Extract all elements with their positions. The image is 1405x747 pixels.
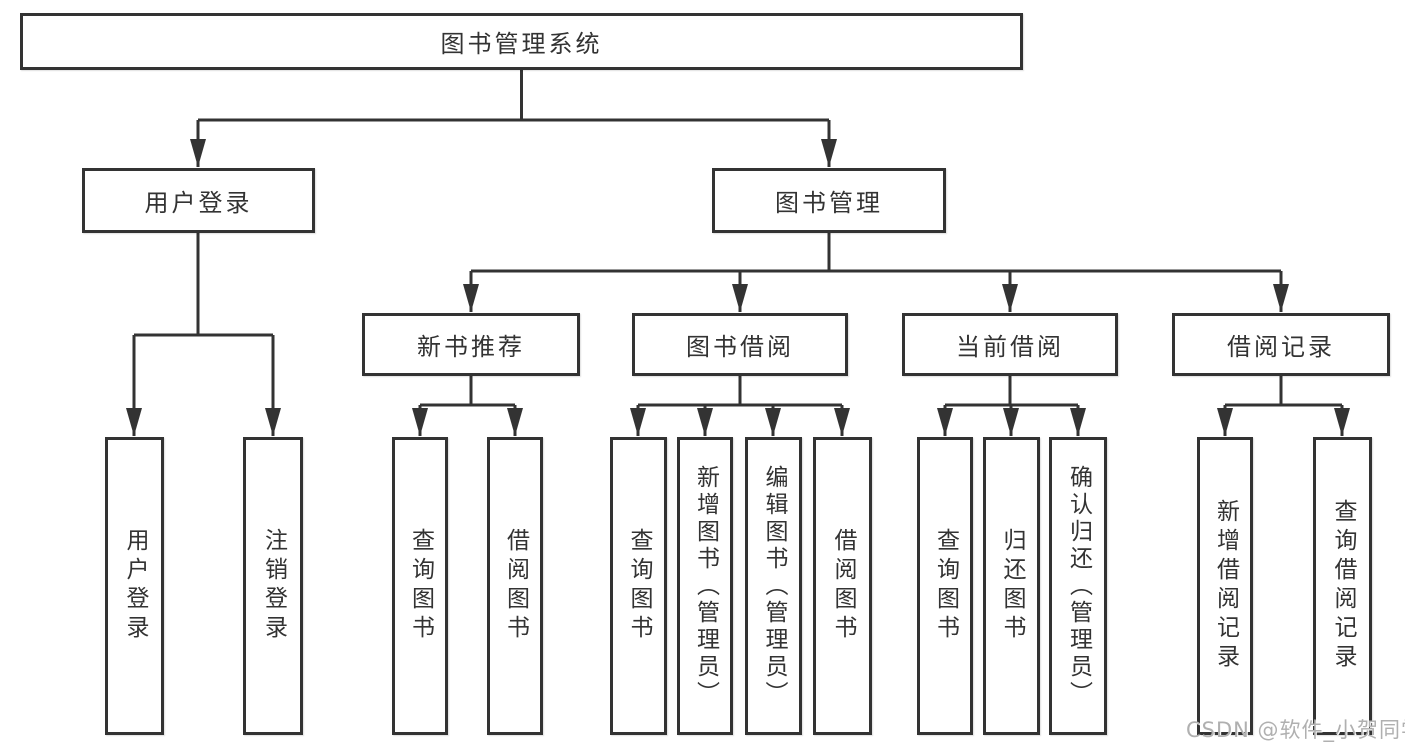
- leaf-user-login: 用户登录: [105, 437, 164, 735]
- connector-user-login-children: [126, 233, 281, 436]
- node-user-login-label: 用户登录: [144, 189, 253, 217]
- connector-new-book-rec-children: [412, 376, 523, 436]
- leaf-cb-query-books-label: 查询图书: [932, 528, 959, 644]
- leaf-nbr-query-books: 查询图书: [392, 437, 448, 735]
- leaf-br-add-record-label: 新增借阅记录: [1212, 499, 1239, 673]
- node-new-book-rec-label: 新书推荐: [417, 333, 525, 361]
- leaf-logout: 注销登录: [243, 437, 303, 735]
- node-book-borrow: 图书借阅: [632, 313, 848, 376]
- connector-book-borrow-children: [630, 376, 850, 436]
- leaf-bb-add-books-admin-label: 新增图书（管理员）: [692, 464, 719, 708]
- connector-root-to-level2: [190, 70, 837, 167]
- leaf-nbr-query-books-label: 查询图书: [407, 528, 434, 644]
- leaf-nbr-borrow-books: 借阅图书: [487, 437, 543, 735]
- leaf-bb-borrow-books-label: 借阅图书: [830, 528, 856, 644]
- node-book-mgmt-label: 图书管理: [775, 189, 883, 217]
- node-root-label: 图书管理系统: [440, 30, 603, 58]
- leaf-cb-confirm-return-admin: 确认归还（管理员）: [1049, 437, 1107, 735]
- leaf-bb-add-books-admin: 新增图书（管理员）: [677, 437, 733, 735]
- leaf-br-query-record: 查询借阅记录: [1313, 437, 1372, 735]
- node-borrow-record: 借阅记录: [1172, 313, 1390, 376]
- connector-current-borrow-children: [937, 376, 1086, 436]
- node-root: 图书管理系统: [20, 13, 1023, 70]
- leaf-cb-return-books-label: 归还图书: [999, 528, 1025, 644]
- node-current-borrow: 当前借阅: [902, 313, 1118, 376]
- leaf-logout-label: 注销登录: [260, 528, 287, 644]
- leaf-cb-confirm-return-admin-label: 确认归还（管理员）: [1065, 464, 1092, 708]
- leaf-br-query-record-label: 查询借阅记录: [1330, 499, 1356, 673]
- leaf-bb-edit-books-admin-label: 编辑图书（管理员）: [761, 464, 787, 708]
- leaf-user-login-label: 用户登录: [122, 528, 148, 644]
- node-borrow-record-label: 借阅记录: [1227, 333, 1335, 361]
- leaf-bb-edit-books-admin: 编辑图书（管理员）: [745, 437, 802, 735]
- leaf-nbr-borrow-books-label: 借阅图书: [502, 528, 529, 644]
- connector-borrow-record-children: [1217, 376, 1350, 436]
- node-book-borrow-label: 图书借阅: [686, 333, 794, 361]
- leaf-cb-return-books: 归还图书: [983, 437, 1040, 735]
- leaf-bb-query-books-label: 查询图书: [626, 528, 652, 644]
- leaf-br-add-record: 新增借阅记录: [1197, 437, 1253, 735]
- leaf-bb-query-books: 查询图书: [610, 437, 667, 735]
- node-current-borrow-label: 当前借阅: [956, 333, 1064, 361]
- connector-book-mgmt-children: [463, 233, 1289, 312]
- leaf-cb-query-books: 查询图书: [917, 437, 973, 735]
- leaf-bb-borrow-books: 借阅图书: [813, 437, 872, 735]
- node-user-login: 用户登录: [82, 168, 315, 233]
- watermark: CSDN @软件_小贺同学: [1186, 718, 1405, 742]
- node-book-mgmt: 图书管理: [712, 168, 946, 233]
- node-new-book-rec: 新书推荐: [362, 313, 580, 376]
